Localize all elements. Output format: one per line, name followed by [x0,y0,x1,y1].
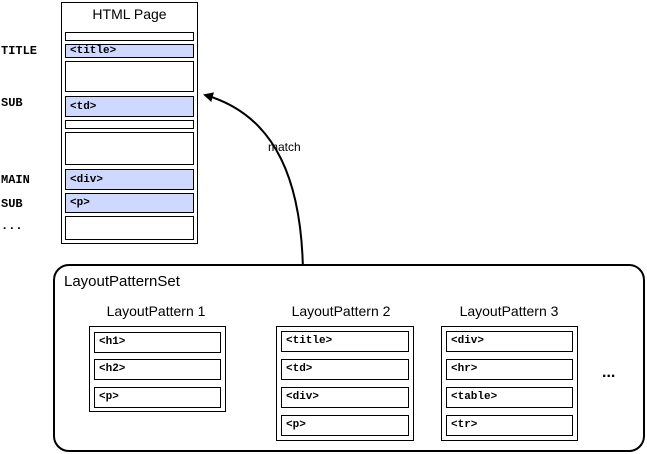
layout-pattern-1-title: LayoutPattern 1 [106,303,206,319]
page-slot-blank-3 [65,120,194,129]
role-label-title: TITLE [1,44,38,58]
page-slot-blank-5 [65,216,194,240]
html-page-title: HTML Page [92,6,167,22]
page-slot-div: <div> [65,169,194,190]
layout-pattern-3-title: LayoutPattern 3 [459,303,559,319]
layout-pattern-2-item: <td> [281,359,409,380]
match-label: match [268,140,301,154]
page-slot-td: <td> [65,96,194,117]
layout-pattern-2-box: <title> <td> <div> <p> [276,326,414,441]
role-label-sub: SUB [1,96,23,110]
role-label-main: MAIN [1,173,30,187]
more-patterns-ellipsis: ... [602,364,616,381]
layout-pattern-1-item: <p> [94,387,221,408]
layout-pattern-2-item: <div> [281,387,409,408]
layout-pattern-3-item: <hr> [446,359,573,380]
page-slot-blank-2 [65,61,194,92]
layout-pattern-3-item: <div> [446,331,573,352]
layout-pattern-set-title: LayoutPatternSet [64,273,180,290]
layout-pattern-2-item: <p> [281,415,409,436]
layout-pattern-3-item: <tr> [446,415,573,436]
role-label-ellipsis: ... [1,219,23,233]
match-arrow-path [203,92,309,292]
layout-pattern-2-item: <title> [281,331,409,352]
layout-pattern-1-item: <h1> [94,332,221,353]
page-slot-blank-1 [65,32,194,41]
page-slot-title: <title> [65,44,194,58]
layout-pattern-1-box: <h1> <h2> <p> [89,326,226,412]
layout-pattern-2-title: LayoutPattern 2 [291,303,391,319]
role-label-sub-2: SUB [1,197,23,211]
layout-pattern-3-box: <div> <hr> <table> <tr> [441,326,578,441]
page-slot-blank-4 [65,132,194,165]
layout-pattern-3-item: <table> [446,387,573,408]
layout-pattern-1-item: <h2> [94,359,221,380]
page-slot-p: <p> [65,193,194,213]
